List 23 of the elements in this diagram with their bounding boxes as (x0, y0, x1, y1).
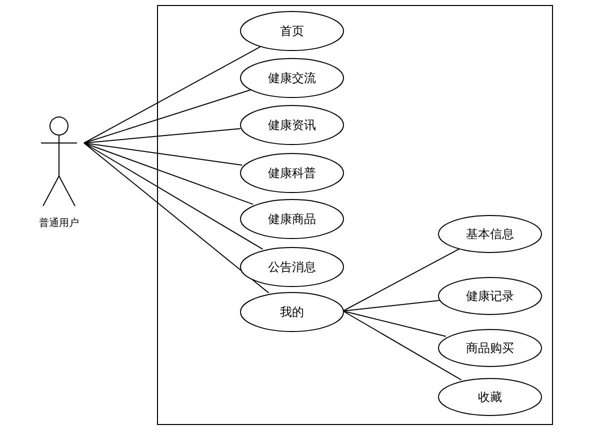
use-case-ellipse: 基本信息 (438, 215, 542, 253)
use-case-ellipse: 我的 (240, 292, 344, 332)
association-line (342, 310, 446, 337)
use-case-ellipse: 健康记录 (438, 277, 542, 315)
association-line (84, 89, 252, 144)
association-line (84, 142, 270, 294)
actor-label: 普通用户 (38, 216, 80, 230)
use-case-ellipse: 公告消息 (240, 247, 344, 287)
use-case-ellipse: 健康资讯 (240, 105, 344, 145)
association-line (84, 128, 241, 144)
association-line (84, 46, 262, 144)
use-case-ellipse: 健康商品 (240, 199, 344, 239)
use-case-ellipse: 健康科普 (240, 153, 344, 193)
association-line (84, 142, 254, 205)
association-line (342, 248, 460, 312)
use-case-ellipse: 商品购买 (438, 329, 542, 367)
association-line (342, 310, 462, 380)
use-case-ellipse: 首页 (240, 11, 344, 51)
system-boundary (157, 5, 553, 425)
use-case-ellipse: 健康交流 (240, 58, 344, 98)
association-line (84, 142, 243, 166)
association-line (342, 300, 440, 312)
use-case-ellipse: 收藏 (438, 378, 542, 416)
